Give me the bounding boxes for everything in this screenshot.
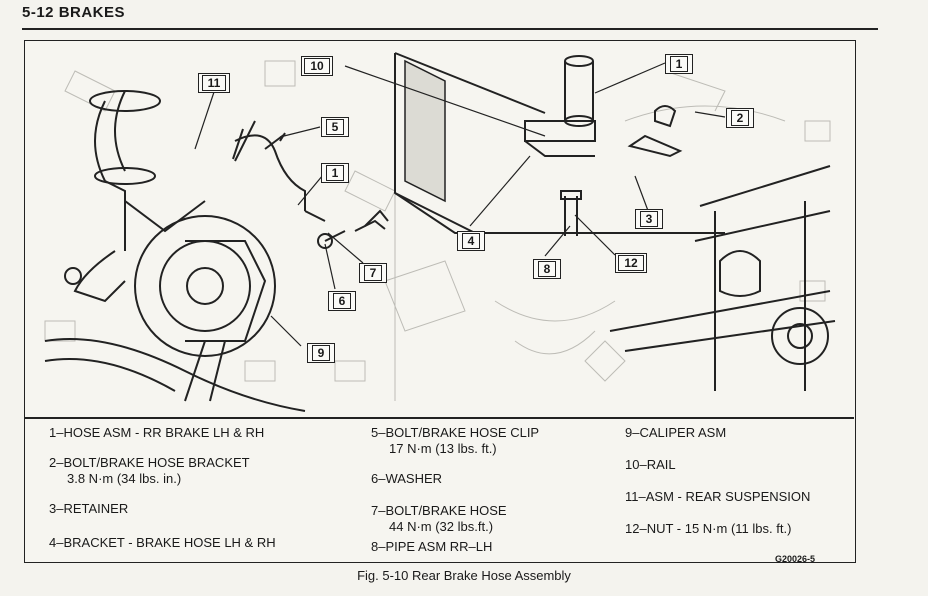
legend-item-5: 5–BOLT/BRAKE HOSE CLIP 17 N·m (13 lbs. f… [371,425,540,456]
legend-item-2: 2–BOLT/BRAKE HOSE BRACKET 3.8 N·m (34 lb… [49,455,250,486]
section-header: 5-12 BRAKES [22,4,126,21]
callout-1-top: 1 [665,54,693,74]
legend-item-3: 3–RETAINER [49,501,129,516]
brake-diagram-illustration [44,52,836,412]
callout-11: 11 [198,73,230,93]
figure-id: G20026-5 [774,554,815,564]
callout-9: 9 [307,343,335,363]
callout-10: 10 [301,56,333,76]
legend-item-11: 11–ASM - REAR SUSPENSION [625,489,811,504]
callout-6: 6 [328,291,356,311]
callout-12: 12 [615,253,647,273]
callout-5: 5 [321,117,349,137]
callout-8: 8 [533,259,561,279]
callout-7: 7 [359,263,387,283]
callout-2: 2 [726,108,754,128]
figure-frame: 11 10 1 5 1 7 6 9 2 3 4 8 12 1–HOSE ASM … [24,40,856,564]
legend-item-9: 9–CALIPER ASM [625,425,727,440]
callout-4: 4 [457,231,485,251]
legend-item-8: 8–PIPE ASM RR–LH [371,539,493,554]
legend-item-10: 10–RAIL [625,457,676,472]
callout-1-left: 1 [321,163,349,183]
legend-item-7: 7–BOLT/BRAKE HOSE 44 N·m (32 lbs.ft.) [371,503,507,534]
header-rule [22,28,878,30]
legend-item-4: 4–BRACKET - BRAKE HOSE LH & RH [49,535,276,550]
figure-caption: Fig. 5-10 Rear Brake Hose Assembly [357,568,571,583]
callout-3: 3 [635,209,663,229]
legend-divider [25,417,854,419]
legend-item-6: 6–WASHER [371,471,443,486]
legend-item-1: 1–HOSE ASM - RR BRAKE LH & RH [49,425,265,440]
legend-item-12: 12–NUT - 15 N·m (11 lbs. ft.) [625,521,792,536]
